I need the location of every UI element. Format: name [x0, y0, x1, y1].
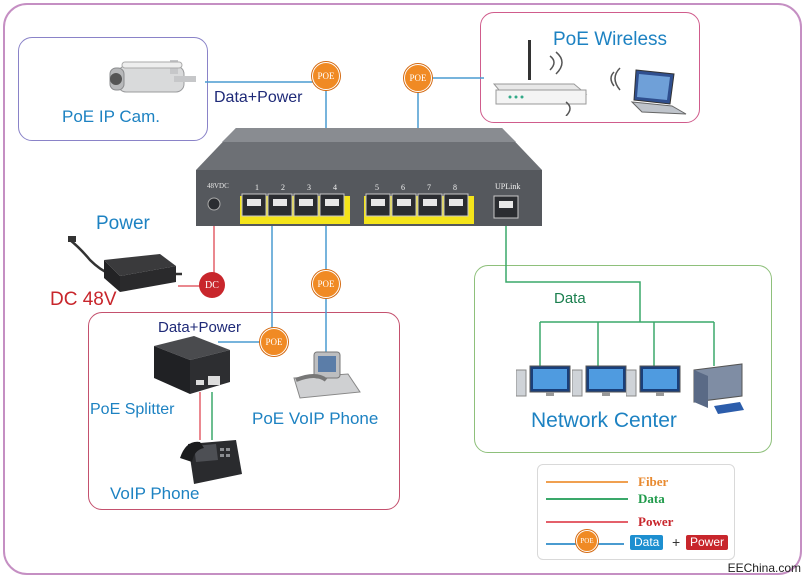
legend-power-pill: Power — [686, 535, 729, 550]
network-center-group — [474, 265, 772, 453]
port-number: 8 — [453, 183, 457, 192]
legend-data-label: Data — [638, 491, 665, 506]
port-number: 2 — [281, 183, 285, 192]
poe-splitter-icon — [154, 336, 230, 394]
wireless-router-icon — [492, 40, 588, 116]
power-adapter-icon — [68, 236, 182, 292]
voip-phone-label: VoIP Phone — [110, 484, 200, 503]
poe-voip-phone-label: PoE VoIP Phone — [252, 409, 379, 428]
legend-poe-badge: POE — [576, 530, 598, 552]
port-number: 5 — [375, 183, 379, 192]
legend-power: Power — [538, 513, 736, 529]
port-number: 4 — [333, 183, 337, 192]
poe-switch — [196, 128, 542, 226]
legend-poe: POE Data + Power — [538, 530, 736, 552]
port-number: 1 — [255, 183, 259, 192]
poe-badge-camera: POE — [312, 62, 340, 90]
ports-group-b: 5 6 7 8 — [364, 183, 468, 192]
pc-icon — [516, 365, 571, 397]
voip-group — [88, 312, 400, 510]
legend-fiber: Fiber — [538, 473, 736, 489]
port-number: 7 — [427, 183, 431, 192]
data-power-top-label: Data+Power — [214, 89, 303, 106]
watermark: EEChina.com — [727, 561, 801, 575]
pc-icon — [626, 365, 681, 397]
poe-splitter-label: PoE Splitter — [90, 401, 175, 418]
legend-data: Data — [538, 490, 736, 506]
power-label: Power — [96, 213, 150, 234]
port-number: 3 — [307, 183, 311, 192]
port-number: 6 — [401, 183, 405, 192]
legend-data-pill: Data — [630, 535, 664, 550]
poe-badge-voip: POE — [312, 270, 340, 298]
uplink-label: UPLink — [495, 182, 521, 191]
dc-jack-label: 48VDC — [207, 182, 229, 190]
poe-voip-phone-icon — [293, 351, 361, 399]
poe-wireless-label: PoE Wireless — [553, 29, 668, 50]
dc-badge: DC — [199, 272, 225, 298]
voip-phone-icon — [180, 440, 242, 484]
legend: Fiber Data Power POE Data + Power — [537, 464, 735, 560]
legend-fiber-label: Fiber — [638, 474, 669, 489]
poe-badge-wireless: POE — [404, 64, 432, 92]
poe-badge-splitter: POE — [260, 328, 288, 356]
outer-frame — [3, 3, 802, 575]
uplink-data-line — [505, 226, 641, 322]
network-center-label: Network Center — [531, 409, 677, 432]
laptop-icon — [610, 67, 687, 115]
ip-camera-icon — [109, 60, 196, 93]
legend-plus: + — [672, 534, 681, 550]
server-icon — [693, 363, 744, 414]
legend-power-label: Power — [638, 514, 674, 529]
data-label: Data — [554, 290, 586, 307]
dc-48v-label: DC 48V — [50, 289, 117, 310]
data-power-left-label: Data+Power — [158, 319, 241, 336]
pc-icon — [572, 365, 627, 397]
ports-group-a: 1 2 3 4 — [244, 183, 348, 192]
poe-ip-cam-label: PoE IP Cam. — [62, 107, 160, 126]
